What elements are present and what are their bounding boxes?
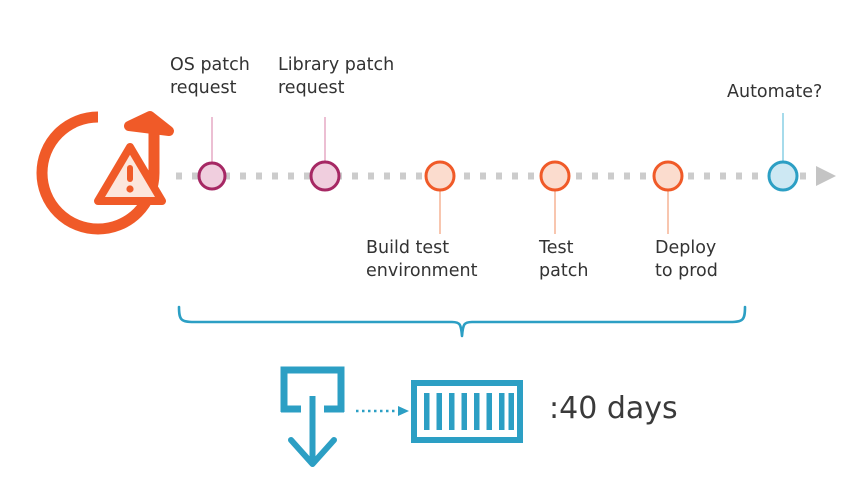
label-automate: Automate? [727,82,823,102]
timeline-nodes [197,160,799,192]
label-build-test-environment: Build test environment [366,237,477,283]
label-test-patch-line2: patch [539,261,589,281]
exclamation-dot [126,185,134,193]
dotted-connector-arrowhead [398,406,409,416]
timeline-arrowhead [816,166,836,186]
duration-brace [177,305,747,338]
recurring-warning-icon [36,111,174,235]
deploy-box-outline [280,366,345,412]
container-bar [436,393,442,430]
label-deploy-to-prod-line2: to prod [655,261,718,281]
duration-label: :40 days [549,391,678,426]
container-bar [449,393,455,430]
label-library-patch-request-line1: Library patch [278,55,395,75]
container-outline [411,380,523,443]
duration-brace-path [177,305,747,338]
container-bar [461,393,467,430]
label-os-patch-request-line2: request [170,78,237,98]
label-test-patch-line1: Test [539,238,574,258]
label-os-patch-request: OS patch request [170,54,250,100]
container-bar [508,393,514,430]
container-bar [499,393,505,430]
container-bars [424,393,514,430]
timeline-track [176,166,836,186]
node-automate[interactable] [767,160,799,192]
circular-arrow-head [124,111,174,136]
label-library-patch-request: Library patch request [278,54,394,100]
node-os-patch-request[interactable] [197,161,227,191]
container-bar [424,393,430,430]
node-build-test-environment[interactable] [424,160,456,192]
node-test-patch[interactable] [539,160,571,192]
dotted-arrow-connector [356,406,409,416]
exclamation-bar [127,165,133,182]
deploy-arrow-head [288,437,337,467]
deploy-download-icon [280,366,345,467]
node-deploy-to-prod[interactable] [652,160,684,192]
label-deploy-to-prod-line1: Deploy [655,238,717,258]
label-deploy-to-prod: Deploy to prod [655,237,718,283]
node-library-patch-request[interactable] [309,160,341,192]
node-stems [211,113,784,234]
container-bar [474,393,480,430]
label-build-test-environment-line2: environment [366,261,478,281]
label-build-test-environment-line1: Build test [366,238,450,258]
label-library-patch-request-line2: request [278,78,345,98]
container-icon [411,380,523,443]
label-test-patch: Test patch [539,237,588,283]
label-os-patch-request-line1: OS patch [170,55,250,75]
circular-arrow-arc [36,111,160,235]
container-bar [486,393,492,430]
